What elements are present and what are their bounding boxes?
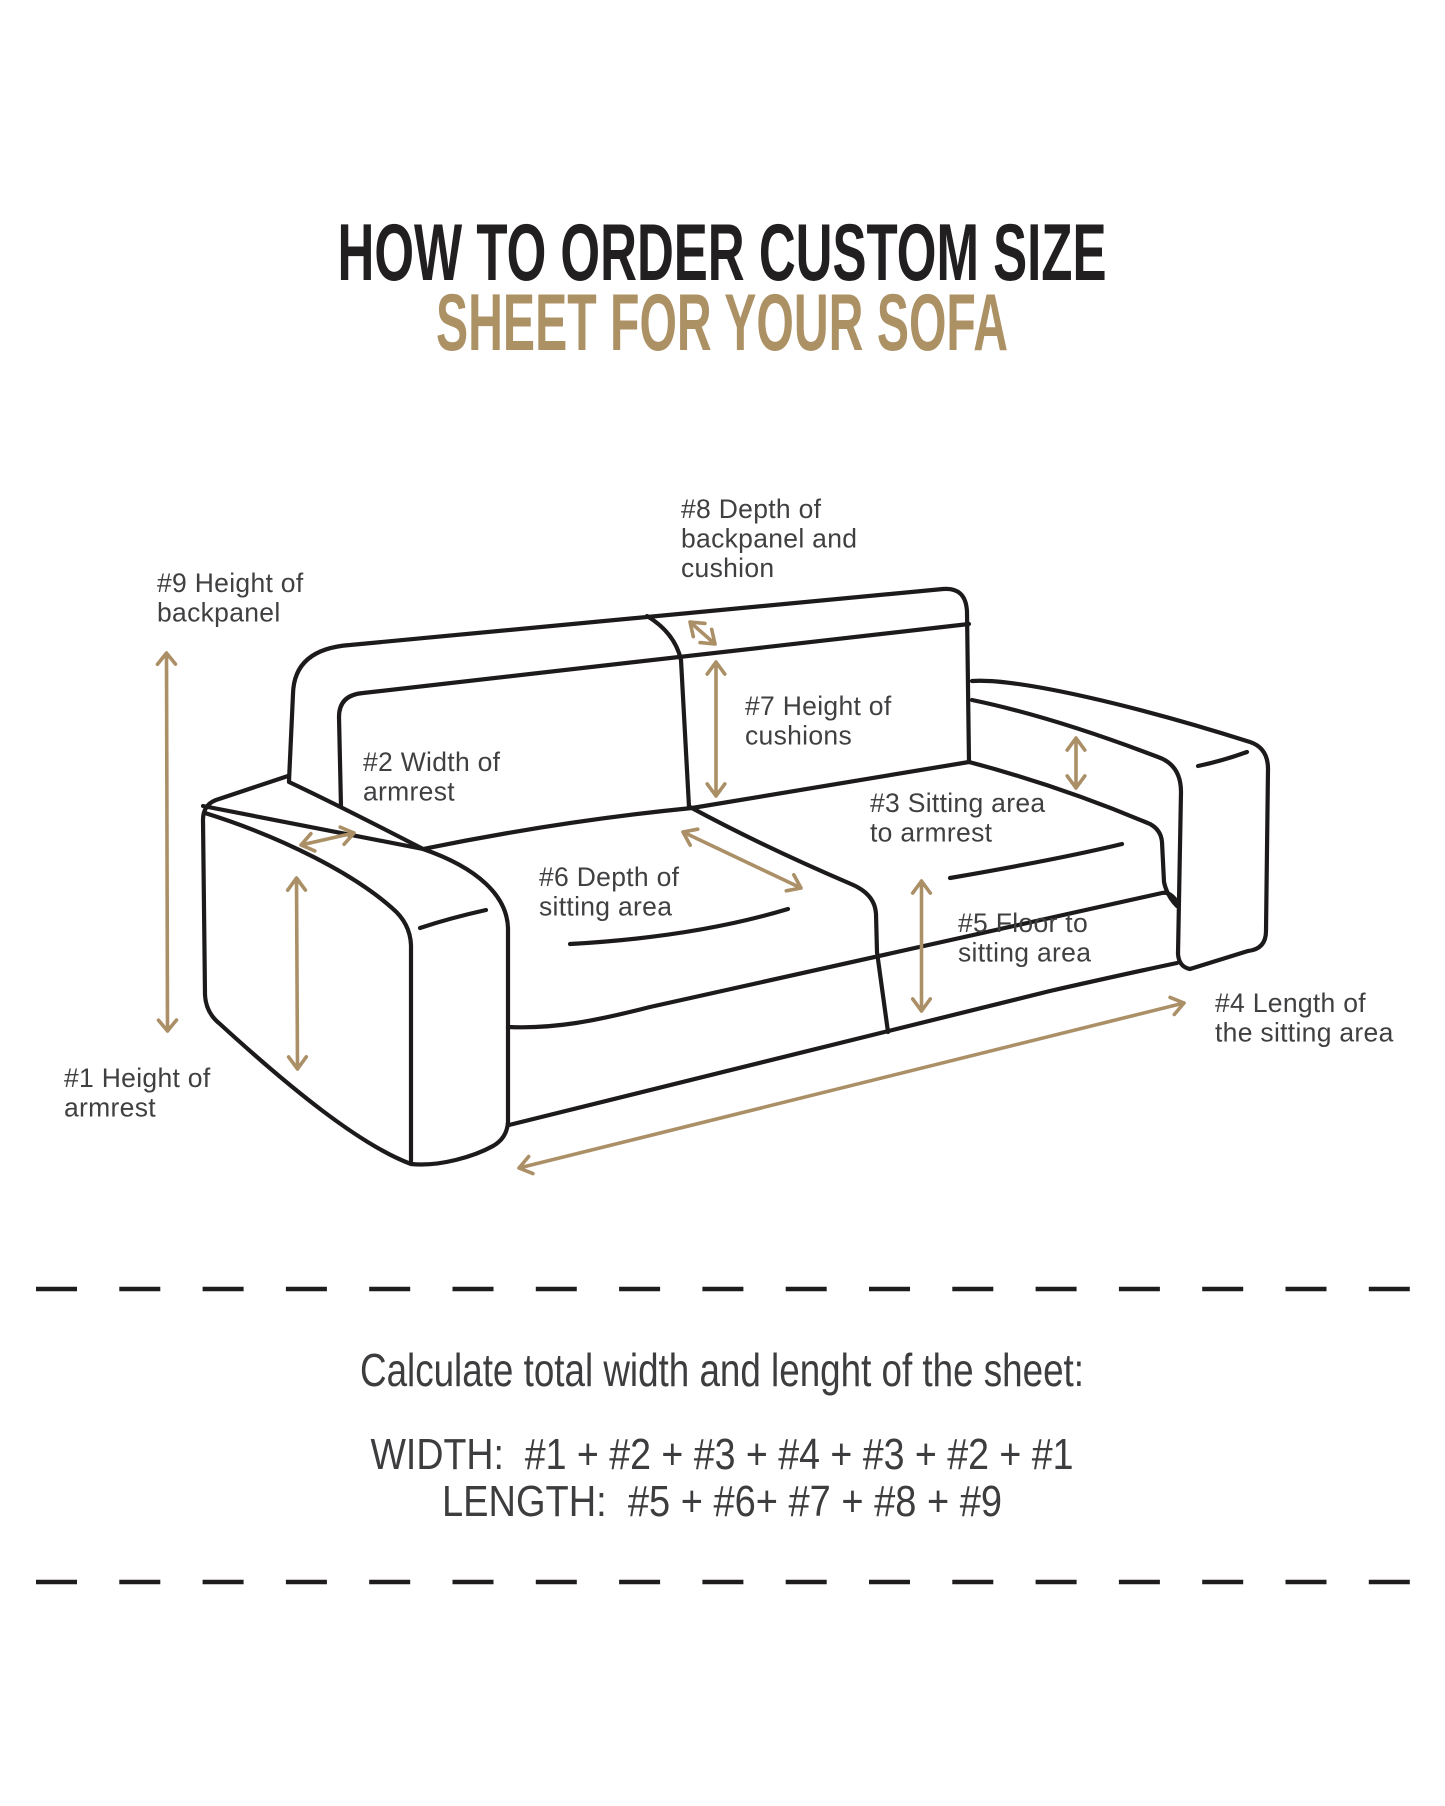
svg-text:HOW TO ORDER CUSTOM SIZE: HOW TO ORDER CUSTOM SIZE: [338, 208, 1107, 298]
svg-text:backpanel: backpanel: [157, 598, 281, 628]
svg-text:#4 Length of: #4 Length of: [1215, 988, 1366, 1018]
svg-text:Calculate total width and leng: Calculate total width and lenght of the …: [360, 1344, 1084, 1396]
svg-text:cushions: cushions: [745, 721, 852, 751]
svg-text:#9 Height of: #9 Height of: [157, 568, 304, 598]
svg-text:the sitting area: the sitting area: [1215, 1018, 1394, 1048]
svg-text:#5 Floor to: #5 Floor to: [958, 908, 1088, 938]
svg-text:armrest: armrest: [363, 777, 455, 807]
svg-text:sitting area: sitting area: [958, 938, 1091, 968]
svg-text:#7 Height of: #7 Height of: [745, 691, 892, 721]
svg-text:#3 Sitting area: #3 Sitting area: [870, 788, 1045, 818]
svg-text:to armrest: to armrest: [870, 818, 993, 848]
svg-text:#1 Height of: #1 Height of: [64, 1063, 211, 1093]
svg-text:armrest: armrest: [64, 1093, 156, 1123]
svg-text:#6 Depth of: #6 Depth of: [539, 862, 680, 892]
svg-text:SHEET FOR YOUR SOFA: SHEET FOR YOUR SOFA: [436, 278, 1008, 368]
svg-text:#8 Depth of: #8 Depth of: [681, 494, 822, 524]
svg-text:LENGTH: #5 + #6+ #7 + #8 + #9: LENGTH: #5 + #6+ #7 + #8 + #9: [442, 1477, 1002, 1526]
svg-text:backpanel and: backpanel and: [681, 524, 857, 554]
svg-text:#2 Width of: #2 Width of: [363, 747, 501, 777]
svg-text:WIDTH: #1 + #2 + #3 + #4 + #3: WIDTH: #1 + #2 + #3 + #4 + #3 + #2 + #1: [371, 1430, 1074, 1479]
svg-text:sitting area: sitting area: [539, 892, 672, 922]
svg-text:cushion: cushion: [681, 553, 774, 583]
